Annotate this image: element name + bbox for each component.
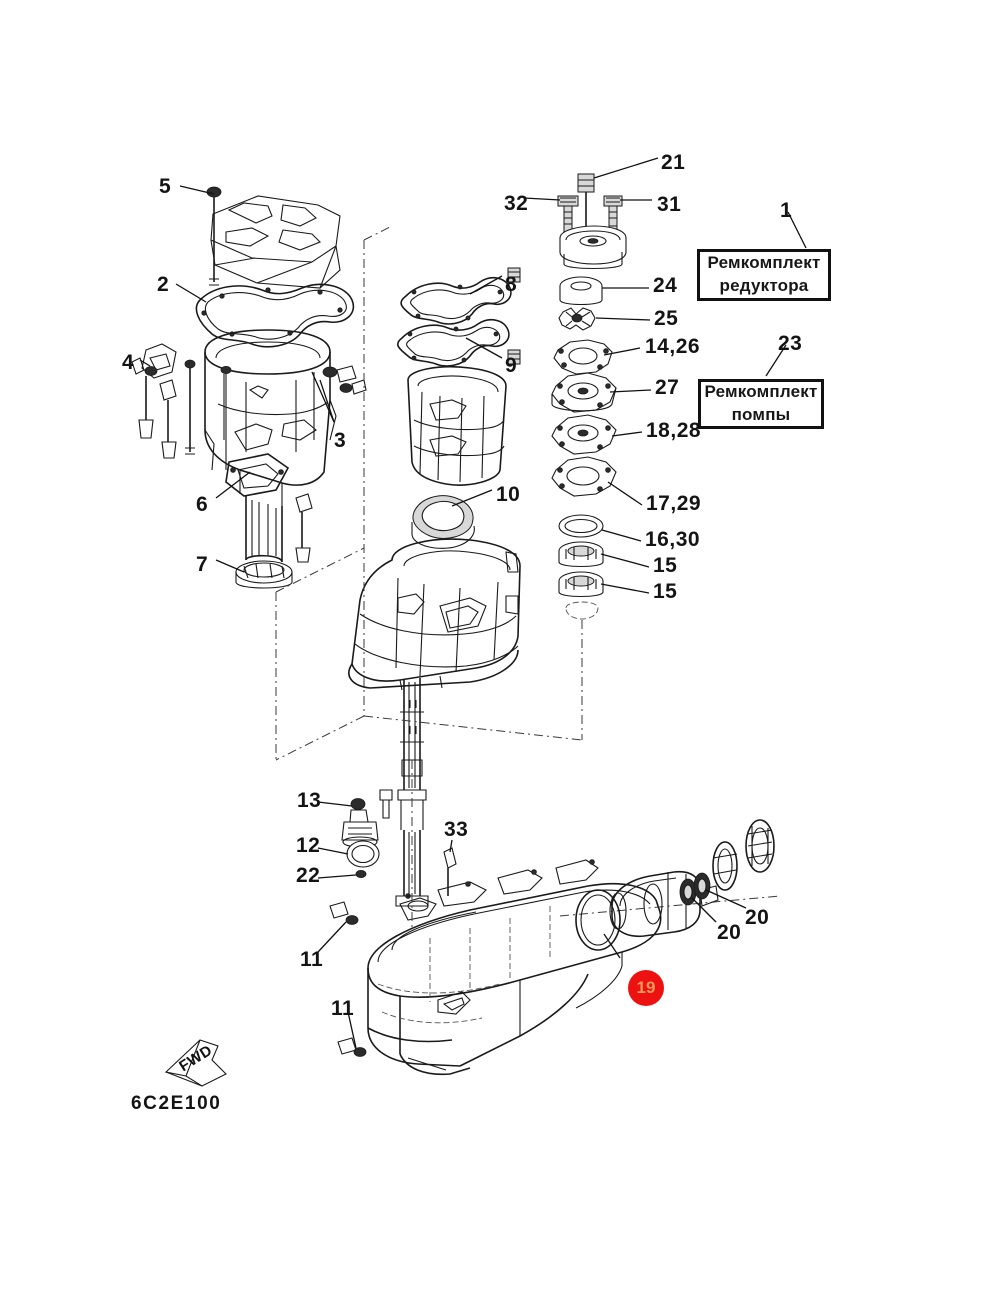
kit-box-pump-repair: Ремкомплект помпы [698, 379, 824, 429]
grouping-frame-lines [275, 225, 583, 761]
part-16-30-oring [558, 514, 604, 538]
part-25-impeller [558, 307, 596, 331]
callout-33: 33 [444, 818, 469, 841]
lower-unit-assembly [329, 760, 781, 1076]
callout-17-29: 17,29 [646, 492, 702, 515]
callout-8: 8 [505, 273, 518, 296]
callout-25: 25 [654, 307, 679, 330]
callout-32: 32 [504, 192, 529, 215]
water-pump-column [551, 173, 627, 740]
part-24-insert [559, 276, 603, 306]
callout-27: 27 [655, 376, 680, 399]
callout-31: 31 [657, 193, 682, 216]
kit-box-pump-line1: Ремкомплект [704, 382, 818, 402]
part-15-bearing-b [558, 571, 604, 598]
callout-16-30: 16,30 [645, 528, 701, 551]
kit-box-gearbox-repair: Ремкомплект редуктора [697, 249, 831, 301]
callout-15-b: 15 [653, 580, 678, 603]
callout-21: 21 [661, 151, 686, 174]
fwd-arrow-icon [164, 1039, 227, 1087]
callout-10: 10 [496, 483, 521, 506]
part-17-29-plate [551, 456, 617, 497]
callout-4: 4 [122, 351, 135, 374]
leader-lines [139, 157, 807, 1049]
callout-24: 24 [653, 274, 678, 297]
kit-box-gearbox-line1: Ремкомплект [707, 253, 821, 273]
part-14-26-gasket [553, 339, 613, 375]
callout-11-b: 11 [331, 997, 355, 1020]
callout-9: 9 [505, 354, 518, 377]
part-19-oring [575, 889, 621, 951]
callout-2: 2 [157, 273, 170, 296]
callout-12: 12 [296, 834, 321, 857]
callout-14-26: 14,26 [645, 335, 701, 358]
callout-22: 22 [296, 864, 321, 887]
kit-box-gearbox-line2: редуктора [719, 276, 809, 295]
bolt-21 [577, 173, 595, 250]
highlight-marker-19[interactable]: 19 [628, 970, 664, 1006]
part-15-bearing-a [558, 541, 604, 568]
bolt-31 [603, 195, 623, 250]
callout-1: 1 [780, 199, 793, 222]
callout-5: 5 [159, 175, 172, 198]
part-27-pump-housing [551, 372, 617, 413]
center-gasket-and-gearcase [348, 267, 521, 830]
part-12-oring [346, 840, 380, 868]
callout-13: 13 [297, 789, 322, 812]
callout-18-28: 18,28 [646, 419, 702, 442]
callout-15-a: 15 [653, 554, 678, 577]
nut-icon-9 [507, 349, 521, 365]
callout-11-a: 11 [300, 948, 324, 971]
callout-6: 6 [196, 493, 209, 516]
nut-icon-8 [507, 267, 521, 283]
part-20-bearings [679, 819, 775, 906]
callout-7: 7 [196, 553, 209, 576]
upper-casing-assembly [131, 186, 367, 589]
kit-box-pump-line2: помпы [731, 405, 791, 424]
callout-20-a: 20 [717, 921, 742, 944]
callout-23: 23 [778, 332, 803, 355]
callout-20-b: 20 [745, 906, 770, 929]
part-18-28-plate [551, 414, 617, 455]
callout-3: 3 [334, 429, 347, 452]
diagram-code: 6C2E100 [131, 1093, 222, 1114]
